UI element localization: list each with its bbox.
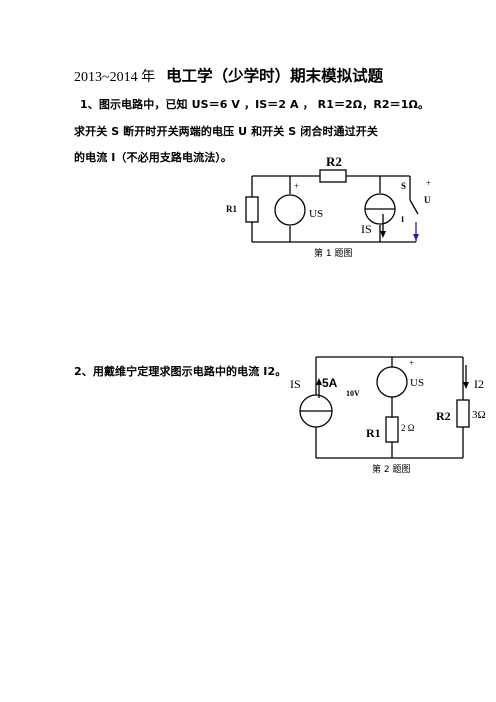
- fig2-r2-label: R2: [436, 409, 451, 423]
- fig2-r2-resistor: [456, 399, 470, 428]
- fig1-is-arrow-head: [380, 231, 386, 238]
- fig1-s-label: S: [401, 181, 406, 191]
- fig2-is-value: 5A: [322, 376, 338, 390]
- fig1-us-source: [274, 194, 306, 226]
- fig1-i-arrow-head: [413, 234, 419, 241]
- figure-1: [245, 169, 419, 243]
- fig1-is-label: IS: [361, 222, 372, 236]
- fig1-plus-left: +: [294, 181, 299, 191]
- fig2-us-source: [376, 366, 408, 398]
- fig2-caption: 第 2 题图: [372, 463, 410, 475]
- fig1-r1-resistor: [245, 196, 259, 223]
- fig1-switch-blade: [409, 199, 419, 215]
- fig2-i2-arrow-head: [463, 382, 469, 389]
- fig2-r1-label: R1: [366, 426, 381, 440]
- q1-line-1: 1、图示电路中，已知 US＝6 V ，IS＝2 A ， R1＝2Ω，R2＝1Ω。: [80, 98, 430, 111]
- fig2-us-value: 10V: [346, 389, 360, 398]
- q2-text: 2、用戴维宁定理求图示电路中的电流 I2。: [74, 365, 287, 378]
- figure-2: [299, 356, 470, 459]
- fig2-i2-label: I2: [474, 377, 484, 391]
- fig1-i-label: I: [401, 215, 404, 224]
- fig2-r1-resistor: [385, 416, 399, 443]
- page-title: 2013~2014 年 电工学（少学时）期末模拟试题: [74, 64, 383, 86]
- fig2-r2-value: 3Ω: [472, 409, 486, 421]
- fig2-is-arrow-head: [316, 378, 322, 385]
- fig1-plus-right: +: [426, 178, 431, 188]
- fig1-r1-label: R1: [226, 204, 237, 214]
- q1-line-2: 求开关 S 断开时开关两端的电压 U 和开关 S 闭合时通过开关: [74, 125, 378, 138]
- fig2-plus: +: [409, 358, 414, 368]
- exam-year: 2013~2014 年: [74, 70, 156, 85]
- fig1-caption: 第 1 题图: [314, 247, 352, 259]
- figure-1-labels: R2 R1 US IS + + S U I 第 1 题图: [226, 154, 431, 259]
- fig2-r1-value: 2 Ω: [401, 423, 415, 433]
- fig2-is-label: IS: [290, 377, 301, 391]
- fig1-u-label: U: [424, 195, 431, 205]
- fig1-r2-label: R2: [326, 154, 342, 169]
- fig2-us-label: US: [410, 377, 424, 389]
- figure-2-labels: IS 5A US 10V + R1 2 Ω R2 3Ω I2 第 2 题图: [290, 358, 486, 475]
- fig1-r2-resistor: [319, 169, 347, 183]
- fig1-us-label: US: [309, 208, 323, 220]
- q1-line-3: 的电流 I（不必用支路电流法）。: [74, 151, 233, 164]
- exam-title: 电工学（少学时）期末模拟试题: [166, 67, 384, 85]
